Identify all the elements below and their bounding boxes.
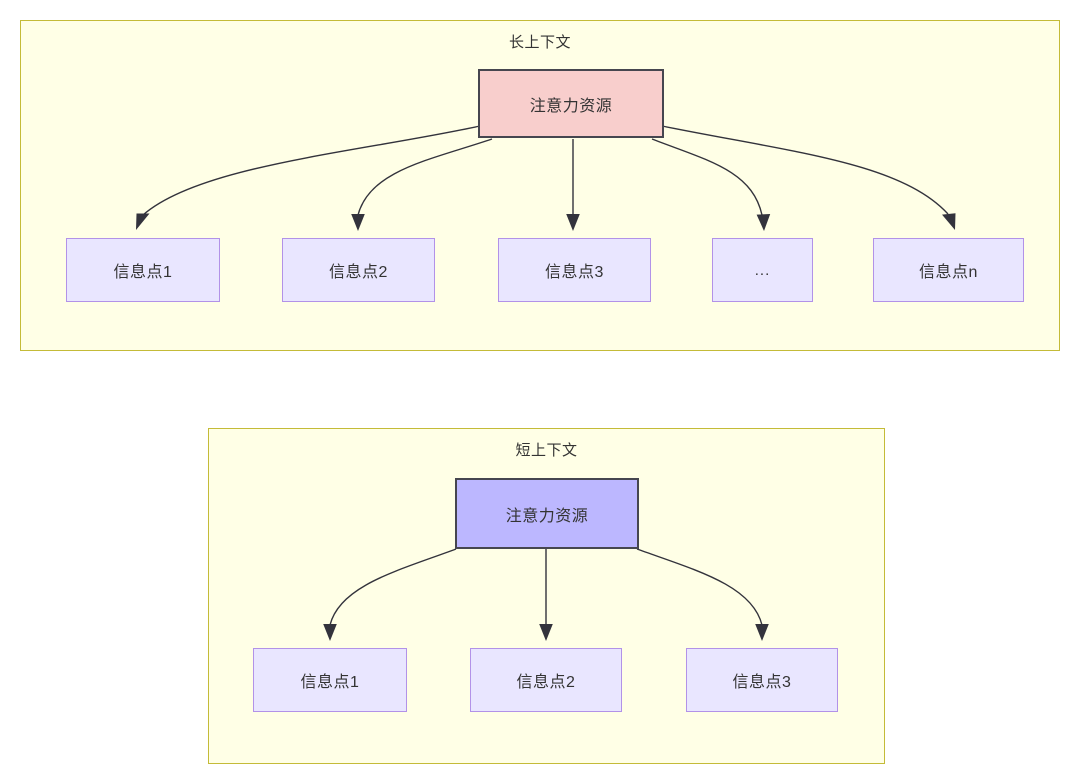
node-label: 信息点3 [545, 264, 604, 281]
node-label: 注意力资源 [529, 97, 613, 115]
node-label: ... [754, 261, 771, 279]
node-info-point-3-long[interactable]: 信息点3 [498, 238, 651, 302]
node-label: 信息点n [919, 264, 978, 281]
node-info-point-1-long[interactable]: 信息点1 [66, 238, 220, 302]
node-info-point-ellipsis-long[interactable]: ... [712, 238, 813, 302]
node-info-point-3-short[interactable]: 信息点3 [686, 648, 838, 712]
node-attention-resource-short[interactable]: 注意力资源 [455, 478, 639, 549]
node-label: 信息点1 [113, 264, 173, 281]
node-info-point-1-short[interactable]: 信息点1 [253, 648, 407, 712]
node-label: 信息点3 [732, 674, 792, 691]
node-info-point-2-short[interactable]: 信息点2 [470, 648, 622, 712]
group-long-context-title: 长上下文 [508, 34, 571, 51]
node-label: 信息点2 [329, 264, 388, 281]
node-label: 信息点2 [516, 674, 576, 691]
node-info-point-n-long[interactable]: 信息点n [873, 238, 1024, 302]
node-info-point-2-long[interactable]: 信息点2 [282, 238, 435, 302]
node-label: 注意力资源 [505, 507, 589, 525]
node-label: 信息点1 [300, 674, 360, 691]
node-attention-resource-long[interactable]: 注意力资源 [478, 69, 664, 138]
group-short-context-title: 短上下文 [515, 442, 578, 459]
